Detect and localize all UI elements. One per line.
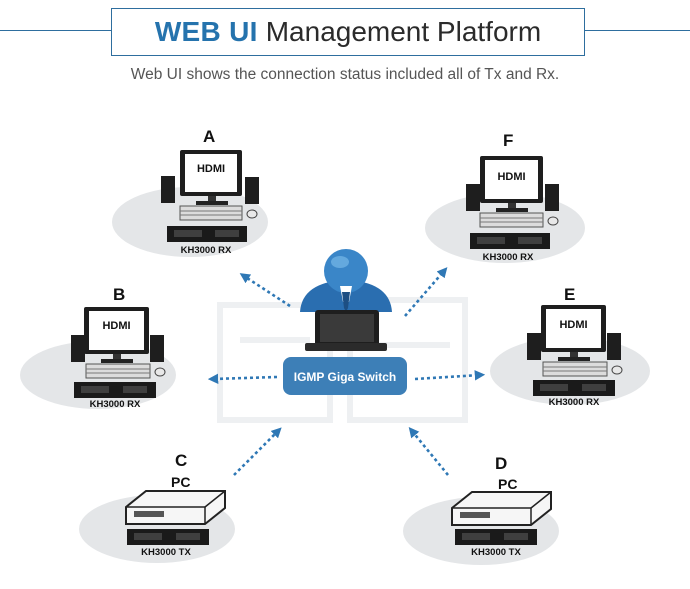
workstation-a bbox=[161, 150, 259, 242]
node-f-screen-label: HDMI bbox=[497, 171, 526, 183]
node-a-device: KH3000 RX bbox=[180, 245, 232, 256]
node-f-letter: F bbox=[503, 131, 514, 150]
node-a-letter: A bbox=[203, 127, 216, 146]
node-b-letter: B bbox=[113, 285, 126, 304]
title-strong: WEB UI bbox=[154, 16, 258, 47]
node-e-screen-label: HDMI bbox=[559, 319, 588, 331]
arrow-to-a bbox=[239, 273, 291, 308]
node-a-screen-label: HDMI bbox=[196, 163, 226, 175]
arrow-from-c bbox=[233, 427, 282, 476]
switch-box bbox=[283, 357, 407, 395]
arrow-to-f bbox=[404, 267, 448, 317]
node-c-pc-label: PC bbox=[171, 474, 191, 490]
pc-c bbox=[125, 490, 226, 545]
arrow-from-d bbox=[408, 426, 450, 476]
node-b-screen-label: HDMI bbox=[102, 320, 131, 332]
arrow-to-b bbox=[207, 373, 278, 385]
node-d-letter: D bbox=[495, 454, 508, 473]
node-d-device: KH3000 TX bbox=[471, 547, 521, 558]
node-e-device: KH3000 RX bbox=[548, 397, 600, 408]
workstation-b bbox=[71, 307, 166, 398]
workstation-f bbox=[466, 156, 559, 249]
switch-user-icon bbox=[300, 249, 392, 351]
header-line-left bbox=[0, 30, 111, 31]
subtitle: Web UI shows the connection status inclu… bbox=[130, 66, 560, 83]
arrow-to-e bbox=[414, 370, 486, 381]
pc-d bbox=[451, 491, 552, 545]
node-d-pc-label: PC bbox=[498, 476, 518, 492]
node-c-letter: C bbox=[175, 451, 188, 470]
header-line-right bbox=[584, 30, 690, 31]
node-e-letter: E bbox=[564, 285, 576, 304]
node-f-device: KH3000 RX bbox=[482, 252, 534, 263]
title-rest: Management Platform bbox=[265, 16, 542, 47]
workstation-e bbox=[527, 305, 623, 396]
switch-label: IGMP Giga Switch bbox=[294, 370, 396, 384]
node-b-device: KH3000 RX bbox=[89, 399, 141, 410]
node-c-device: KH3000 TX bbox=[141, 547, 191, 558]
page-title: WEB UI Management Platform bbox=[111, 8, 585, 56]
